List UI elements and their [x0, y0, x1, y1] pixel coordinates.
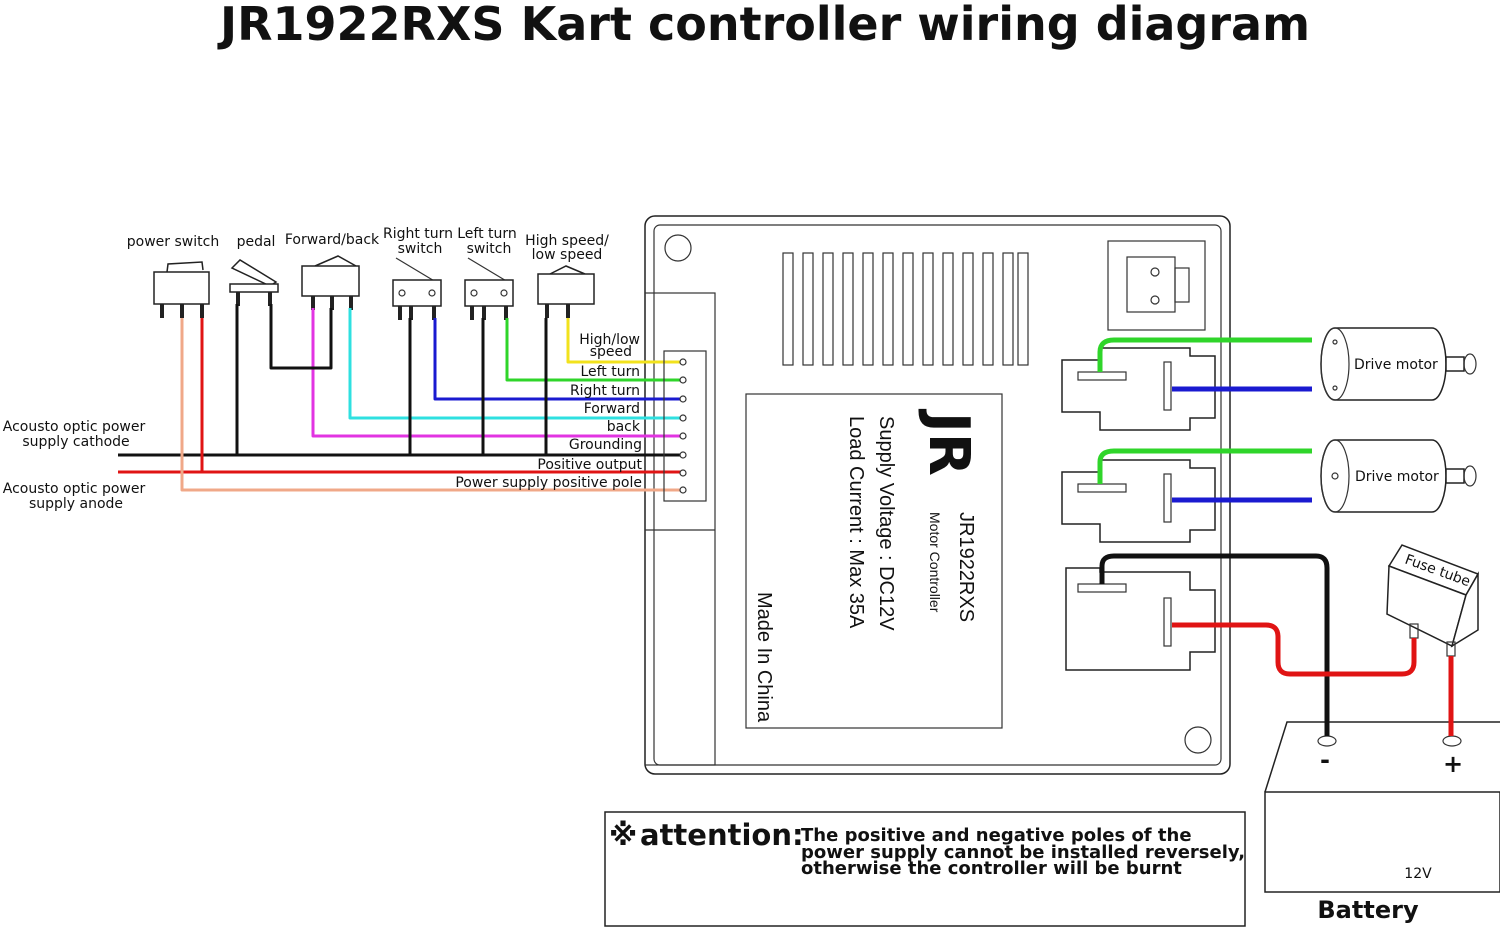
- supply-voltage: Supply Voltage : DC12V: [875, 416, 897, 631]
- controller-logo: JR: [916, 408, 981, 476]
- left-turn-switch-label-1: Left turn: [457, 226, 517, 242]
- signal-wires: [118, 304, 682, 492]
- wire-high-low-speed: [566, 318, 682, 364]
- pedal-label: pedal: [237, 234, 276, 250]
- acousto-anode-label-1: Acousto optic power: [3, 481, 146, 497]
- drive-motor-2: Drive motor: [1320, 439, 1477, 513]
- pin-label-positive-output: Positive output: [537, 457, 642, 473]
- pin-label-left-turn: Left turn: [580, 364, 640, 380]
- attention-line-2: power supply cannot be installed reverse…: [801, 842, 1245, 863]
- wire-power-positive: [180, 318, 682, 492]
- attention-mark: ※: [609, 818, 637, 852]
- acousto-cathode-label-1: Acousto optic power: [3, 419, 146, 435]
- high-low-label-1: High speed/: [525, 233, 609, 249]
- attention-heading: attention:: [640, 818, 804, 852]
- acousto-anode-label-2: supply anode: [29, 496, 123, 512]
- battery-label: Battery: [1317, 896, 1419, 924]
- pin-label-power-positive: Power supply positive pole: [455, 475, 642, 491]
- signal-connector: [663, 350, 707, 502]
- pin-label-back: back: [607, 419, 641, 435]
- drive-motor-1: Drive motor: [1320, 327, 1477, 401]
- wire-pedal-loop: [269, 304, 333, 370]
- battery-wires: [1099, 553, 1454, 736]
- controller-model: JR1922RXS: [955, 512, 977, 622]
- battery: - + 12V Battery: [1264, 721, 1500, 924]
- mount-hole-top: [664, 234, 692, 262]
- wire-forward: [348, 308, 682, 420]
- attention-line-1: The positive and negative poles of the: [801, 825, 1192, 846]
- wire-back: [311, 308, 682, 438]
- battery-negative: -: [1320, 746, 1330, 774]
- power-switch-label: power switch: [127, 234, 219, 250]
- right-turn-switch-label-1: Right turn: [383, 226, 453, 242]
- pin-label-high-low-1: High/low: [579, 332, 640, 348]
- motor-wires: [1097, 337, 1312, 503]
- controller-type: Motor Controller: [927, 512, 943, 613]
- attention-box: ※ attention: The positive and negative p…: [604, 811, 1246, 927]
- load-current: Load Current : Max 35A: [845, 416, 867, 629]
- wire-right-turn: [433, 318, 682, 401]
- diagram-title: JR1922RXS Kart controller wiring diagram: [217, 0, 1310, 51]
- fuse-tube: Fuse tube: [1386, 544, 1480, 657]
- motor-controller: JR JR1922RXS Motor Controller Supply Vol…: [644, 215, 1231, 775]
- pin-label-forward: Forward: [584, 401, 640, 417]
- label-plate: [745, 393, 1003, 729]
- connector-strip: [644, 292, 716, 766]
- battery-positive: +: [1443, 750, 1463, 778]
- drive-motor-1-label: Drive motor: [1354, 357, 1438, 373]
- high-low-label-2: low speed: [532, 247, 603, 263]
- power-switch: power switch: [127, 234, 219, 318]
- battery-voltage: 12V: [1404, 866, 1432, 882]
- high-low-speed-switch: High speed/ low speed: [525, 233, 609, 318]
- vent-slots: [782, 252, 1029, 366]
- aux-connector: [1107, 240, 1206, 331]
- pedal-switch: pedal: [229, 234, 279, 306]
- right-turn-switch: Right turn switch: [383, 226, 453, 320]
- drive-motor-2-label: Drive motor: [1355, 469, 1439, 485]
- forward-back-switch: Forward/back: [285, 232, 380, 310]
- pin-label-grounding: Grounding: [569, 437, 642, 453]
- forward-back-label: Forward/back: [285, 232, 380, 248]
- left-turn-switch: Left turn switch: [457, 226, 517, 320]
- attention-line-3: otherwise the controller will be burnt: [801, 858, 1182, 879]
- left-turn-switch-label-2: switch: [467, 241, 512, 257]
- right-turn-switch-label-2: switch: [398, 241, 443, 257]
- pin-label-right-turn: Right turn: [570, 383, 640, 399]
- mount-hole-bottom: [1184, 726, 1212, 754]
- acousto-cathode-label-2: supply cathode: [22, 434, 129, 450]
- wire-left-turn: [505, 318, 682, 382]
- pin-label-high-low-2: speed: [590, 344, 632, 360]
- made-in: Made In China: [753, 592, 775, 723]
